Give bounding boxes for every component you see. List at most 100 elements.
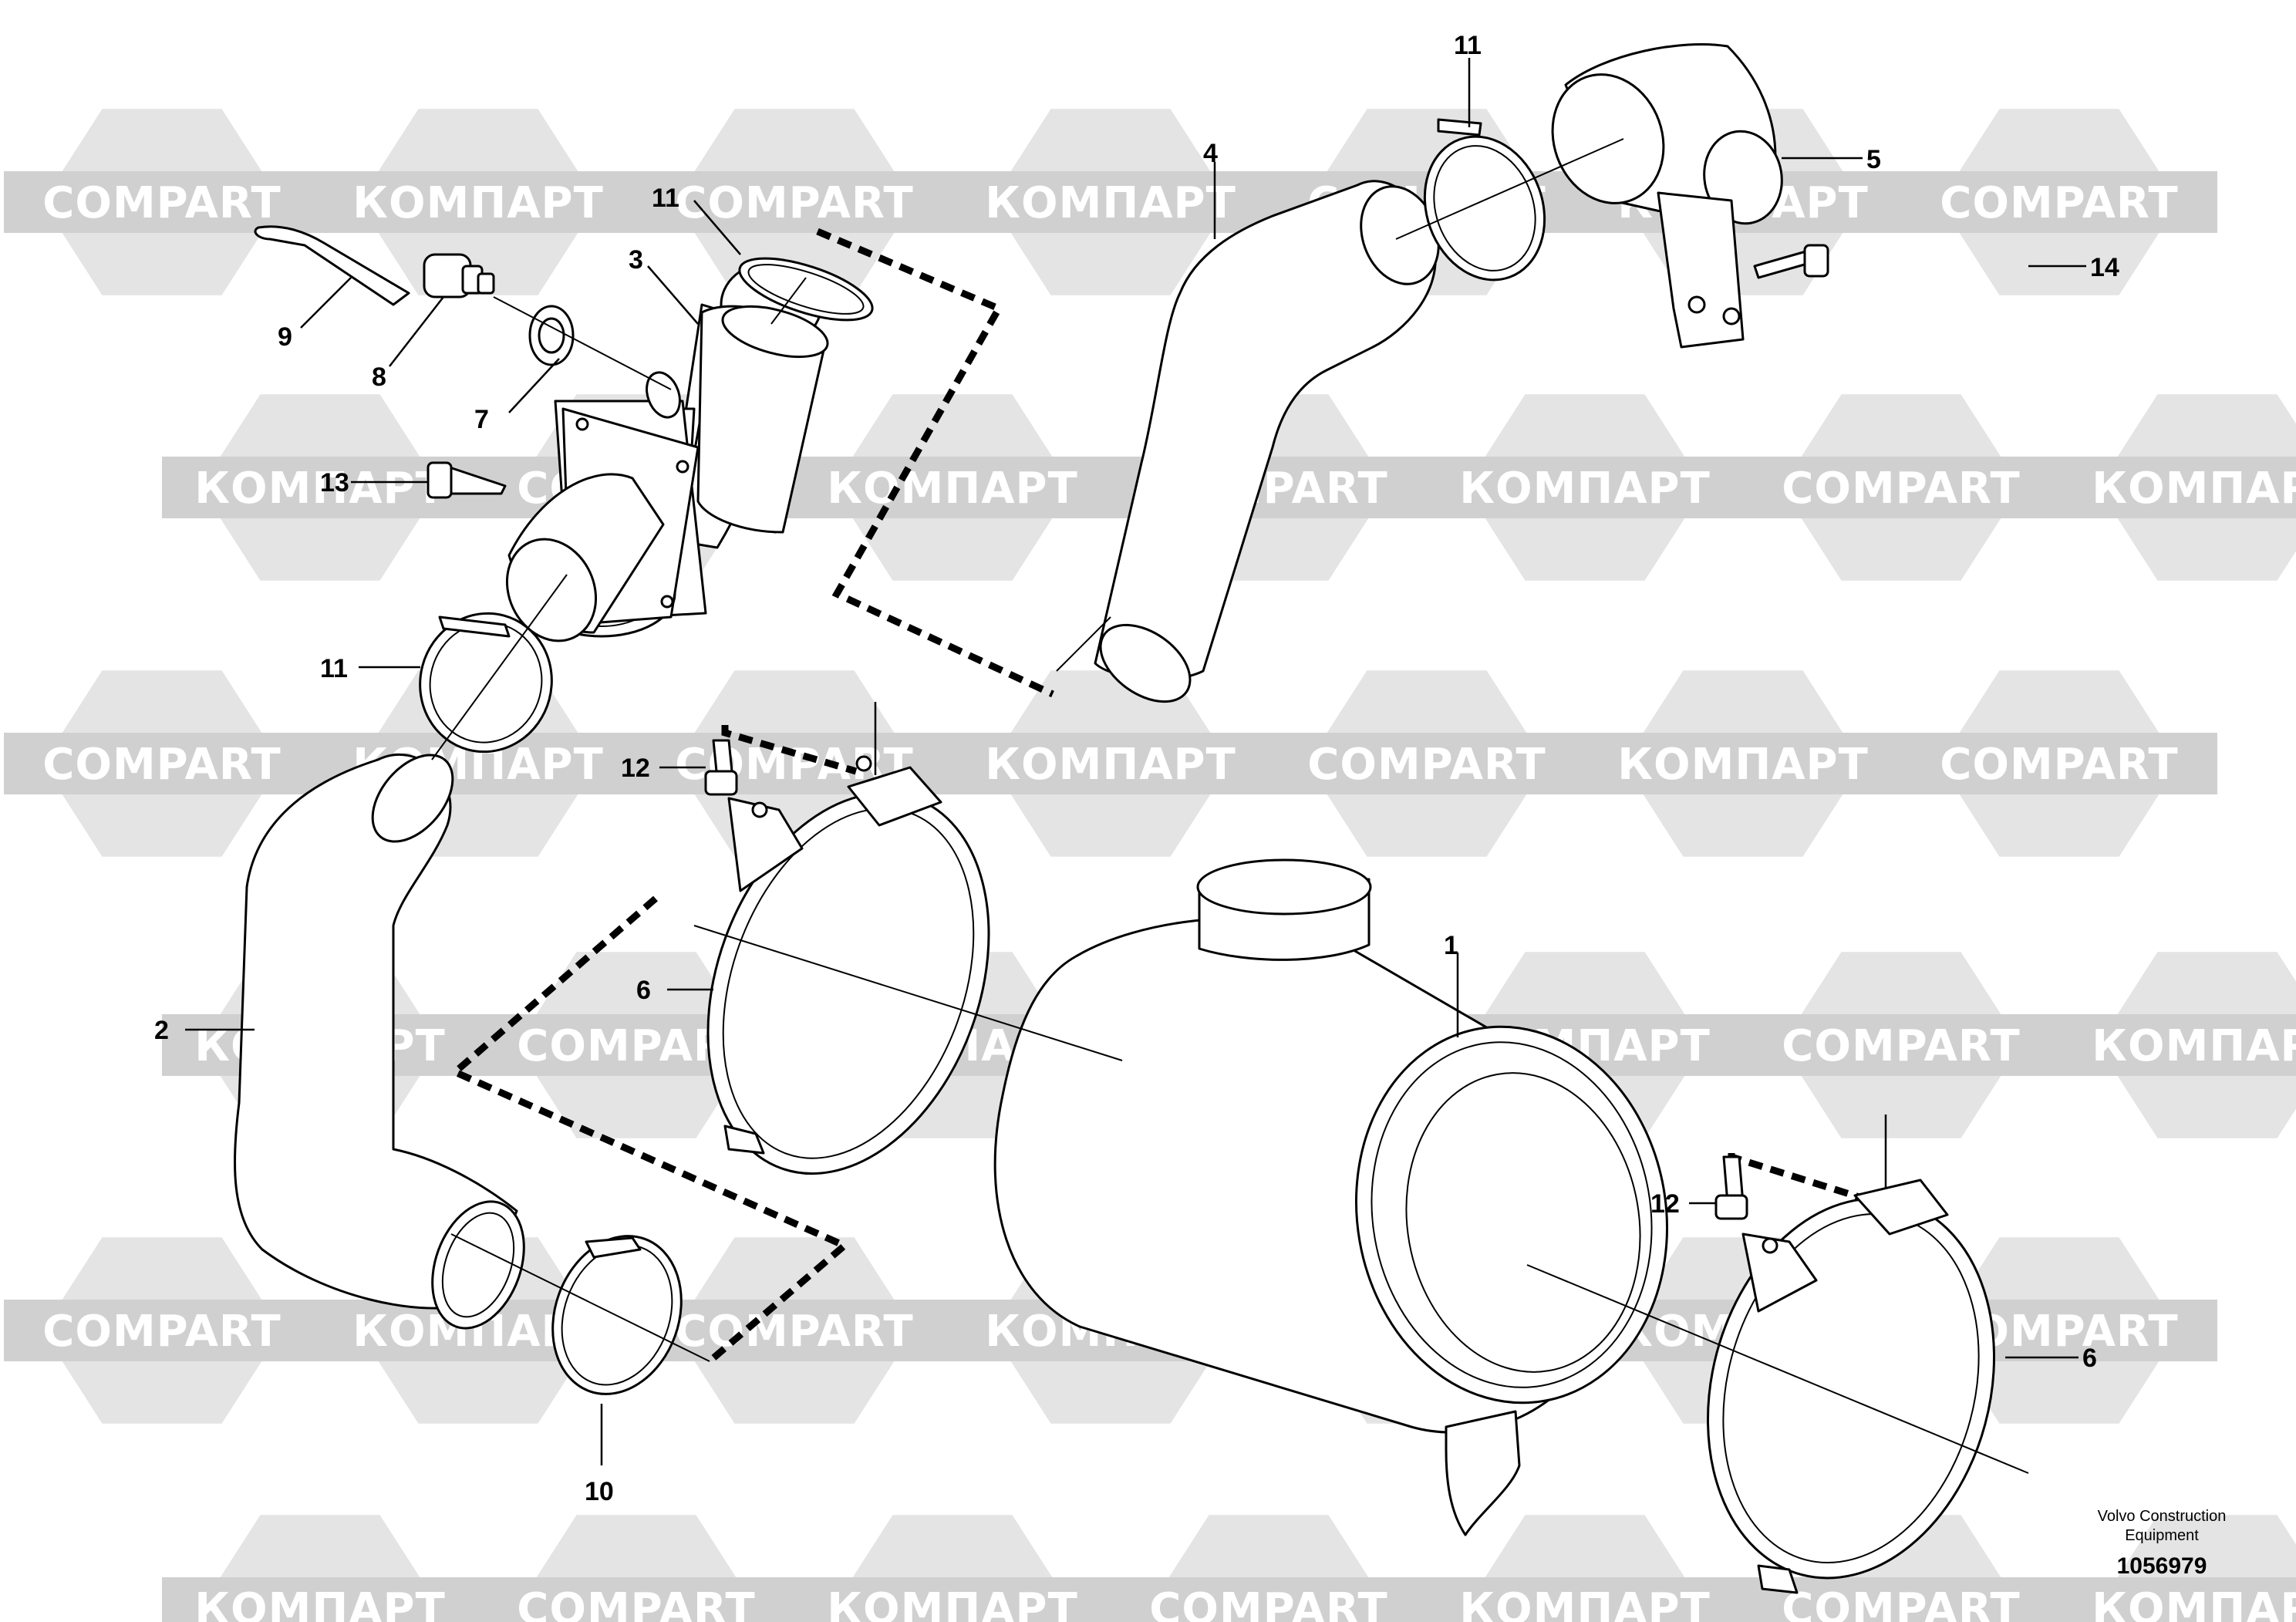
axis-line-3 (450, 1233, 710, 1362)
part-9-rod (254, 225, 410, 306)
footer-manufacturer-line2: Equipment (2125, 1527, 2199, 1544)
watermark-band (1743, 457, 2059, 518)
callout-1: 1 (1444, 931, 1458, 960)
watermark-band (1111, 1577, 1427, 1622)
part-12-bolt-right (1714, 1155, 1748, 1220)
callout-2: 2 (154, 1016, 169, 1045)
watermark-text: COMPART (1940, 740, 2178, 790)
watermark-band (4, 1300, 320, 1361)
leader-lines (185, 58, 2086, 1465)
callout-11-top: 11 (1454, 31, 1482, 60)
watermark-text: КОМПАРТ (2092, 1584, 2296, 1622)
watermark-band (2059, 1577, 2296, 1622)
watermark-text: КОМПАРТ (827, 1584, 1078, 1622)
footer-manufacturer-line1: Volvo Construction (2098, 1508, 2227, 1525)
callout-6-right: 6 (2082, 1344, 2097, 1373)
callout-12-right: 12 (1650, 1189, 1680, 1219)
callout-6-left: 6 (636, 976, 651, 1005)
watermark-text: КОМПАРТ (194, 1584, 446, 1622)
footer: Volvo Construction Equipment 1056979 (2098, 1508, 2227, 1579)
axis-line-1 (693, 925, 1123, 1061)
watermark-text: КОМПАРТ (985, 178, 1236, 228)
callout-12-left: 12 (621, 754, 650, 783)
callout-13: 13 (320, 468, 349, 497)
watermark-text: COMPART (42, 1307, 281, 1357)
watermark-band (794, 457, 1111, 518)
axis-line-7 (770, 277, 807, 325)
part-14-bolt (1753, 244, 1829, 279)
watermark-text: КОМПАРТ (2092, 464, 2296, 514)
callout-9: 9 (278, 322, 292, 352)
axis-line-5 (1395, 138, 1624, 240)
watermark-text: КОМПАРТ (2092, 1021, 2296, 1071)
watermark-text: КОМПАРТ (194, 464, 446, 514)
watermark-text: COMPART (1149, 1584, 1387, 1622)
watermark-band (2059, 457, 2296, 518)
watermark-text: КОМПАРТ (352, 178, 604, 228)
watermark-band (952, 171, 1269, 233)
dashed-guide-lower (448, 895, 851, 1364)
watermark-band (636, 171, 952, 233)
parts (233, 42, 2029, 1594)
part-11-ring-top (738, 257, 874, 322)
part-13-bolt (426, 461, 507, 499)
dashed-guide-bolt-right (1728, 1153, 1868, 1203)
watermark-text: COMPART (1782, 1584, 2020, 1622)
part-3-side-stub (646, 371, 681, 419)
dashed-guide-bolt-left (721, 725, 858, 775)
watermark-text: COMPART (517, 1584, 755, 1622)
watermark-band (1743, 1014, 2059, 1076)
watermark-text: COMPART (1782, 464, 2020, 514)
watermark-band (4, 171, 320, 233)
watermark-band (4, 733, 320, 794)
watermark-band (320, 171, 636, 233)
axis-line-2 (1526, 1264, 2029, 1474)
callout-14: 14 (2090, 253, 2119, 282)
watermark-band (1901, 171, 2217, 233)
callout-11-left: 11 (320, 654, 348, 683)
part-8-sensor (423, 253, 495, 298)
watermark-band (1585, 733, 1901, 794)
watermark-text: COMPART (1307, 740, 1546, 790)
part-1-air-filter (993, 858, 1669, 1536)
watermark-band (162, 1577, 478, 1622)
watermark-text: COMPART (1782, 1021, 2020, 1071)
part-11-clamp-left (419, 612, 553, 754)
callout-8: 8 (372, 363, 386, 392)
part-6-bracket-left (706, 755, 990, 1175)
footer-drawing-number: 1056979 (2117, 1553, 2207, 1579)
axis-line-6 (431, 574, 568, 760)
callout-labels: 1 2 3 4 5 6 6 7 8 9 10 11 11 11 12 12 13… (154, 31, 2119, 1506)
watermark-text: COMPART (1940, 178, 2178, 228)
watermark-text: КОМПАРТ (1459, 464, 1711, 514)
watermark-band (1427, 1577, 1743, 1622)
axis-line-4 (1056, 616, 1111, 672)
watermark-text: КОМПАРТ (1617, 740, 1869, 790)
dashed-guide-upper (816, 228, 1054, 698)
callout-4: 4 (1203, 139, 1218, 168)
watermark-text: COMPART (42, 740, 281, 790)
callout-3: 3 (629, 245, 643, 275)
watermark-band (1743, 1577, 2059, 1622)
watermark-text: COMPART (675, 1307, 913, 1357)
watermark-text: КОМПАРТ (985, 740, 1236, 790)
watermark-band (952, 733, 1269, 794)
callout-11-mid: 11 (652, 184, 679, 213)
watermark-text: КОМПАРТ (1459, 1584, 1711, 1622)
watermark-band (478, 1577, 794, 1622)
watermark-band (2059, 1014, 2296, 1076)
axis-line-8 (493, 296, 672, 390)
watermark-text: COMPART (675, 178, 913, 228)
watermark-band (1427, 457, 1743, 518)
watermark-text: КОМПАРТ (827, 464, 1078, 514)
callout-7: 7 (474, 405, 489, 434)
callout-5: 5 (1866, 145, 1881, 174)
part-12-bolt-left (704, 739, 738, 796)
watermark-band (1901, 733, 2217, 794)
watermark-band (1269, 733, 1585, 794)
part-5-elbow (1551, 42, 1783, 349)
watermark-text: COMPART (42, 178, 281, 228)
callout-10: 10 (585, 1477, 614, 1506)
watermark-band (794, 1577, 1111, 1622)
part-6-bracket-right (1706, 1179, 1996, 1594)
